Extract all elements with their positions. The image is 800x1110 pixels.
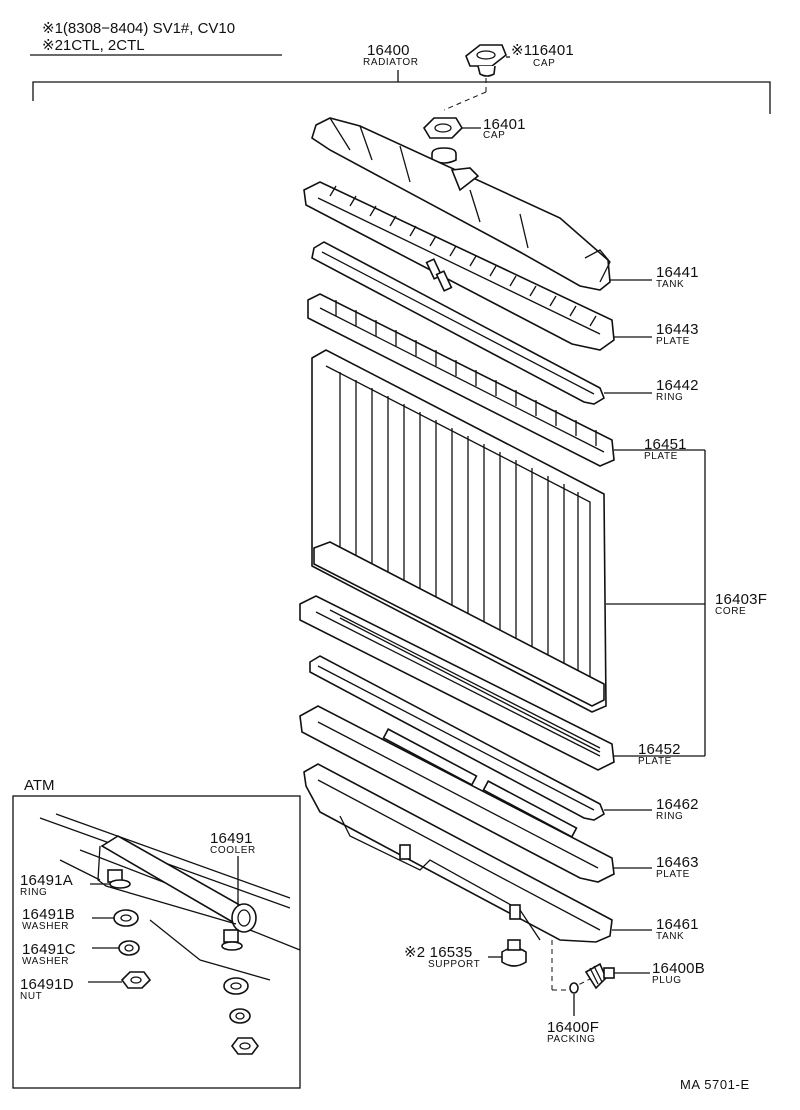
cap-top-number: ※116401 [511, 42, 574, 59]
atm-washer2-number: 16491C [22, 941, 76, 958]
radiator-bracket [32, 81, 771, 114]
packing-number: 16400F [547, 1019, 600, 1036]
cap-top-label: CAP [533, 58, 556, 69]
radiator-label: RADIATOR [363, 57, 419, 68]
header-note-1: ※1(8308−8404) SV1#, CV10 [42, 20, 236, 37]
upper-ring-icon [311, 241, 605, 405]
atm-nut-icon [120, 971, 259, 1055]
plate-core-upper-label: PLATE [644, 451, 678, 462]
lower-ring-icon [309, 655, 605, 821]
cap-icon [422, 117, 464, 164]
cap-label: CAP [483, 130, 506, 141]
atm-nut-label: NUT [20, 991, 43, 1002]
support-number: ※2 16535 [404, 944, 473, 961]
diagram-code: MA 5701-E [680, 1077, 750, 1092]
plate-lower-label: PLATE [656, 869, 690, 880]
tank-upper-number: 16441 [656, 264, 699, 281]
support-label: SUPPORT [428, 959, 481, 970]
packing-label: PACKING [547, 1034, 596, 1045]
upper-tank-icon [311, 117, 611, 291]
cap-top-icon [465, 44, 510, 77]
ring-lower-label: RING [656, 811, 684, 822]
header-note-2: ※21CTL, 2CTL [42, 37, 145, 54]
atm-box [12, 795, 301, 1089]
lower-plate-icon [299, 705, 615, 883]
plug-icon [584, 962, 615, 990]
plate-upper-number: 16443 [656, 321, 699, 338]
core-upper-plate-icon [307, 293, 615, 467]
atm-ring-icon [107, 869, 243, 951]
tank-lower-label: TANK [656, 931, 685, 942]
core-lower-plate-icon [299, 595, 615, 771]
atm-washer2-icon [118, 940, 251, 1024]
radiator-number: 16400 [367, 42, 410, 59]
tank-upper-label: TANK [656, 279, 685, 290]
plug-label: PLUG [652, 975, 682, 986]
atm-ring-label: RING [20, 887, 48, 898]
atm-washer2-label: WASHER [22, 956, 70, 967]
plate-core-lower-number: 16452 [638, 741, 681, 758]
core-label: CORE [715, 606, 747, 617]
support-icon [501, 939, 527, 967]
ring-upper-label: RING [656, 392, 684, 403]
atm-radiator-background [39, 813, 301, 981]
cap-dashed-line-2 [443, 91, 487, 111]
atm-washer1-label: WASHER [22, 921, 70, 932]
plate-core-upper-number: 16451 [644, 436, 687, 453]
cap-number: 16401 [483, 116, 526, 133]
tank-lower-number: 16461 [656, 916, 699, 933]
atm-cooler-number: 16491 [210, 830, 253, 847]
ring-lower-number: 16462 [656, 796, 699, 813]
core-icon [311, 349, 607, 713]
plate-core-lower-label: PLATE [638, 756, 672, 767]
lower-tank-icon [303, 763, 613, 943]
cooler-icon [97, 835, 257, 933]
atm-ring-number: 16491A [20, 872, 73, 889]
atm-cooler-label: COOLER [210, 845, 256, 856]
atm-nut-number: 16491D [20, 976, 74, 993]
plate-upper-label: PLATE [656, 336, 690, 347]
upper-plate-icon [303, 181, 615, 351]
atm-washer1-number: 16491B [22, 906, 75, 923]
ring-upper-number: 16442 [656, 377, 699, 394]
core-number: 16403F [715, 591, 768, 608]
plate-lower-number: 16463 [656, 854, 699, 871]
plug-number: 16400B [652, 960, 705, 977]
atm-title: ATM [24, 777, 55, 794]
packing-icon [569, 982, 579, 994]
